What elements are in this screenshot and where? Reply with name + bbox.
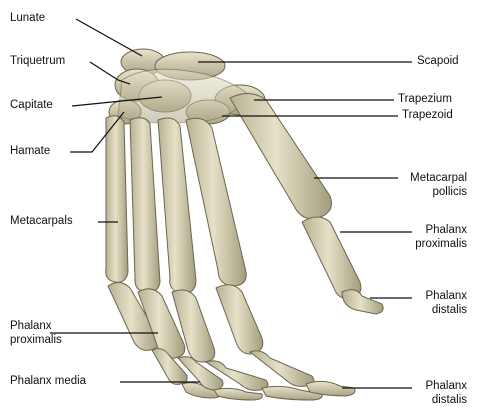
label-metacarpal-pollicis-line1: Metacarpal	[410, 172, 467, 185]
leader-lines	[50, 19, 412, 388]
label-metacarpal-pollicis-line2: pollicis	[432, 186, 467, 199]
label-phalanx-media: Phalanx media	[10, 375, 86, 388]
metacarpal-4	[130, 118, 160, 293]
metacarpal-bones	[106, 116, 247, 293]
metacarpal-5	[106, 116, 128, 283]
label-phalanx-proximalis-right-line2: proximalis	[415, 238, 467, 251]
metacarpal-2	[186, 118, 246, 286]
thumb-distal-phalanx	[342, 290, 383, 314]
thumb-proximal-phalanx	[302, 217, 361, 298]
label-triquetrum: Triquetrum	[10, 55, 65, 68]
label-capitate: Capitate	[10, 99, 53, 112]
proximal-phalanx-2	[216, 285, 263, 354]
label-phalanx-distalis-mid-line1: Phalanx	[425, 290, 467, 303]
label-phalanx-proximalis-left-line2: proximalis	[10, 334, 62, 347]
label-phalanx-proximalis-right-line1: Phalanx	[425, 224, 467, 237]
label-phalanx-distalis-bottom-line2: distalis	[432, 394, 467, 407]
leader-lunate	[76, 19, 142, 56]
metacarpal-pollicis-bone	[230, 93, 332, 218]
proximal-phalanges	[108, 282, 263, 362]
thumb-bones	[230, 93, 383, 314]
label-phalanx-distalis-mid-line2: distalis	[432, 304, 467, 317]
label-scapoid: Scapoid	[417, 55, 459, 68]
label-hamate: Hamate	[10, 145, 50, 158]
carpal-body	[118, 69, 250, 123]
metacarpal-3	[158, 118, 196, 293]
label-trapezium: Trapezium	[398, 93, 452, 106]
label-phalanx-distalis-bottom-line1: Phalanx	[425, 380, 467, 393]
label-phalanx-proximalis-left-line1: Phalanx	[10, 320, 52, 333]
label-lunate: Lunate	[10, 12, 45, 25]
label-trapezoid: Trapezoid	[402, 109, 453, 122]
label-metacarpals: Metacarpals	[10, 215, 73, 228]
